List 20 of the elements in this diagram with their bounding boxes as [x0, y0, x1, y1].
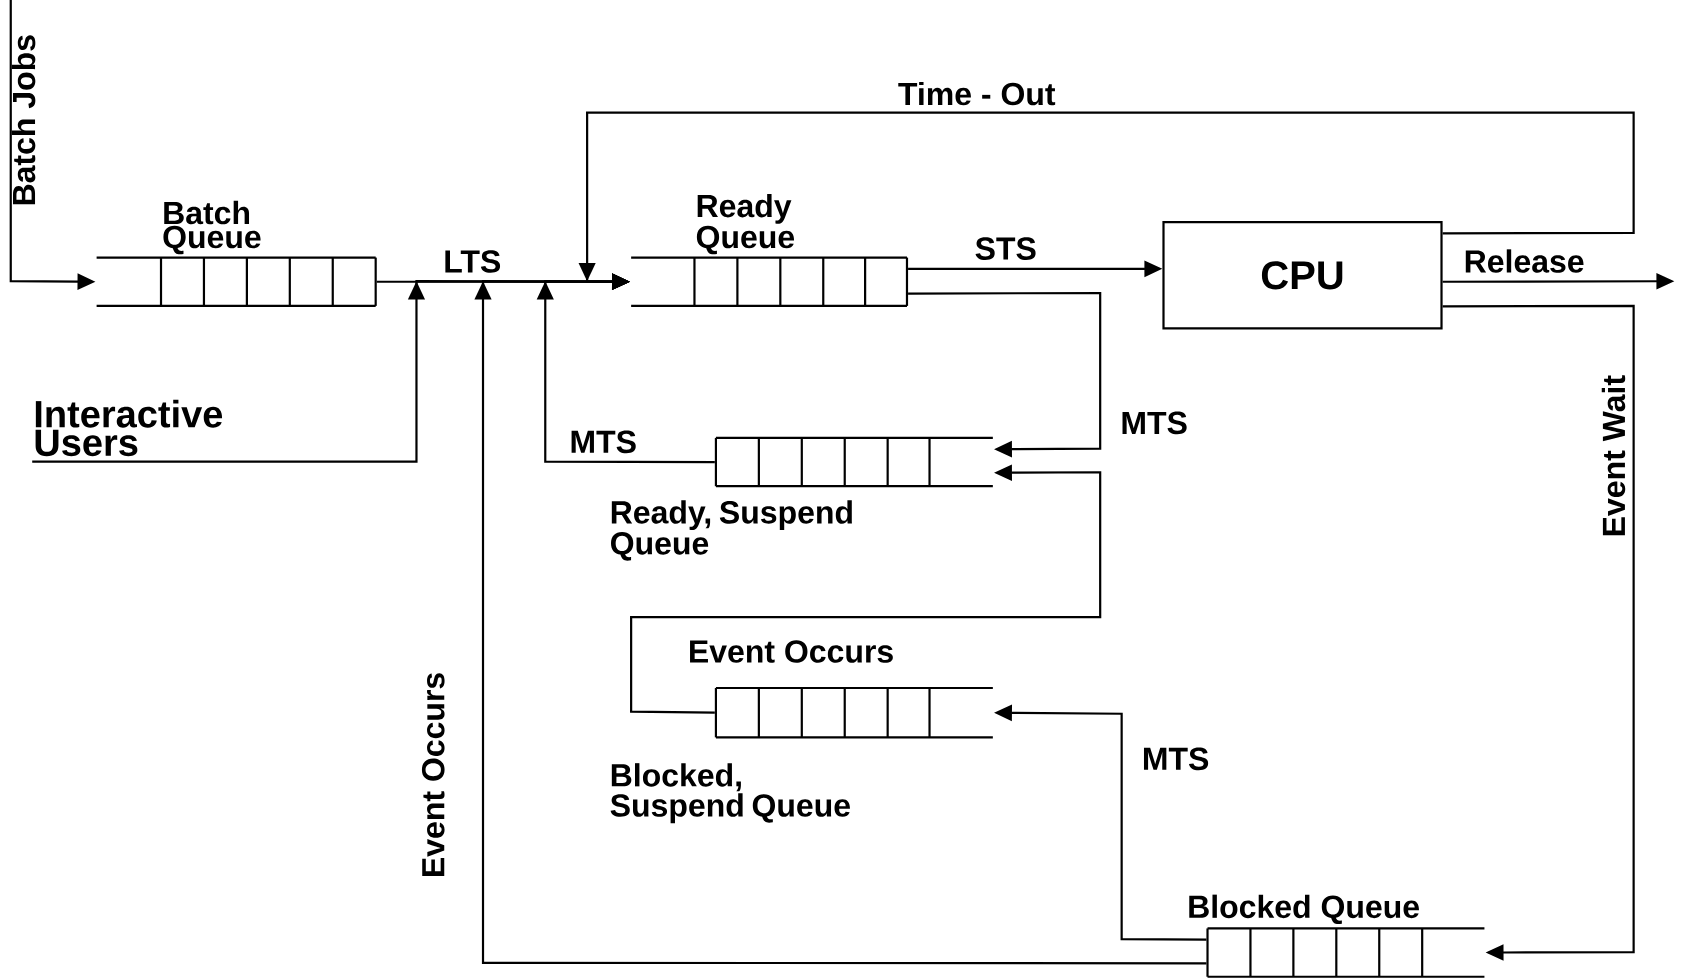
queue: Blocked Queue	[1189, 894, 1485, 978]
queue: Batch Queue	[96, 200, 377, 308]
edge-label: Event Occurs	[684, 637, 898, 666]
source-label: Batch Jobs	[11, 35, 36, 205]
edge-label: STS	[971, 234, 1040, 263]
edge-label: Event Wait	[1598, 372, 1629, 541]
queue: Blocked, Suspend Queue	[610, 686, 993, 824]
processor-box: CPU	[1162, 221, 1443, 330]
edge-label: MTS	[1138, 744, 1213, 774]
edge-label: Event Occurs	[418, 668, 448, 882]
edge-label: Release	[1460, 246, 1588, 276]
arrow	[908, 291, 1102, 458]
edge-label: MTS	[1117, 408, 1191, 438]
source-label: Interactive Users	[35, 399, 223, 457]
arrow	[1442, 304, 1635, 961]
queue: Ready Queue	[631, 193, 909, 308]
edge-label: MTS	[566, 427, 640, 457]
arrow	[578, 111, 1635, 290]
edge-label: LTS	[440, 247, 505, 276]
edge-label: Time - Out	[894, 78, 1059, 109]
